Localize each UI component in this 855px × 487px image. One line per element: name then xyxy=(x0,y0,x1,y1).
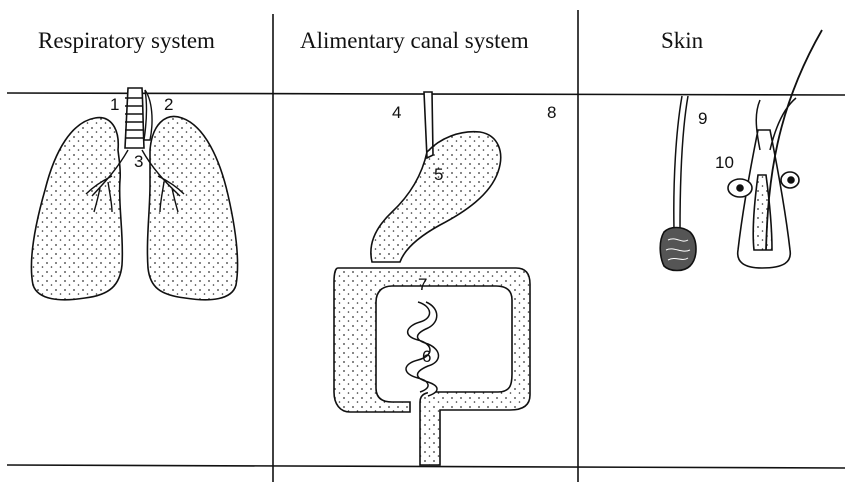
trachea xyxy=(125,88,144,148)
label-6: 6 xyxy=(422,347,431,366)
right-lung xyxy=(147,117,237,300)
lungs-drawing xyxy=(31,88,237,300)
skin-drawing xyxy=(660,30,822,271)
alimentary-canal-drawing xyxy=(334,92,530,465)
label-9: 9 xyxy=(698,109,707,128)
label-10: 10 xyxy=(715,153,734,172)
label-5: 5 xyxy=(434,165,443,184)
label-8: 8 xyxy=(547,103,556,122)
label-7: 7 xyxy=(418,275,427,294)
sweat-gland-coil xyxy=(660,228,696,271)
stomach xyxy=(371,132,501,262)
label-2: 2 xyxy=(164,95,173,114)
sweat-gland-duct xyxy=(674,96,688,230)
left-lung xyxy=(31,118,122,300)
label-4: 4 xyxy=(392,103,401,122)
label-3: 3 xyxy=(134,152,143,171)
oesophagus-strip xyxy=(144,90,152,140)
large-intestine xyxy=(334,268,530,465)
label-1: 1 xyxy=(110,95,119,114)
